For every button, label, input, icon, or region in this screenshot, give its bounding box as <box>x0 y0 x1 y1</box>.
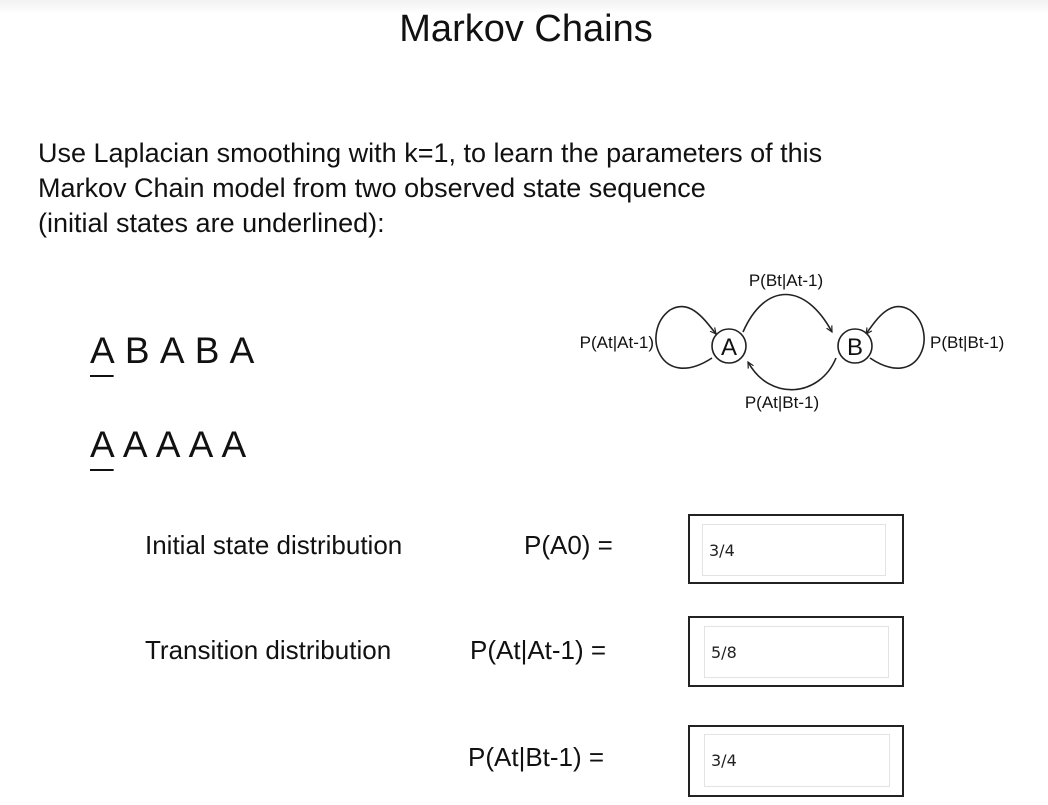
p-at-given-at-1-label: P(At|At-1) <box>580 333 654 352</box>
state-a-node <box>711 328 747 364</box>
edge-a-to-b <box>742 293 833 333</box>
page-title: Markov Chains <box>399 8 653 50</box>
p-at-given-at-1-form-label: P(At|At-1) = <box>470 635 607 665</box>
instructions: Use Laplacian smoothing with k=1, to lea… <box>38 136 998 241</box>
sequence-2: A A A A A <box>90 424 247 466</box>
p-a0-answer-box <box>688 514 904 584</box>
state-b-node <box>837 328 873 364</box>
p-at-given-bt-1-form-label: P(At|Bt-1) = <box>468 742 605 772</box>
sequence-2-rest: A A A A <box>113 424 248 465</box>
instructions-line-3: (initial states are underlined): <box>38 208 385 238</box>
markov-chain-diagram: A B P(At|At-1) P(Bt|At-1) P(At|Bt-1) P(B… <box>580 271 1005 412</box>
self-loop-a-edge <box>655 305 716 369</box>
p-a0-input[interactable] <box>702 524 886 576</box>
state-a-label: A <box>721 334 737 361</box>
instructions-line-1: Use Laplacian smoothing with k=1, to lea… <box>38 138 823 168</box>
sequence-2-initial-state: A <box>90 424 114 465</box>
p-a0-label: P(A0) = <box>524 530 613 560</box>
p-bt-given-at-1-label: P(Bt|At-1) <box>749 271 823 290</box>
p-at-given-at-1-answer-box <box>688 616 904 687</box>
initial-state-distribution-label: Initial state distribution <box>145 530 403 560</box>
state-b-label: B <box>847 334 863 361</box>
p-at-given-bt-1-label: P(At|Bt-1) <box>745 393 819 412</box>
edge-b-to-a <box>747 357 837 391</box>
p-at-given-bt-1-answer-box <box>688 725 904 797</box>
instructions-line-2: Markov Chain model from two observed sta… <box>38 173 706 203</box>
sequence-1: A B A B A <box>90 330 255 372</box>
self-loop-b-edge <box>866 305 925 369</box>
sequence-1-rest: B A B A <box>113 330 256 371</box>
p-at-given-at-1-input[interactable] <box>704 626 889 678</box>
p-bt-given-bt-1-label: P(Bt|Bt-1) <box>930 333 1004 352</box>
top-edge-shade <box>0 0 1048 14</box>
p-at-given-bt-1-input[interactable] <box>704 734 890 787</box>
transition-distribution-label: Transition distribution <box>145 635 392 665</box>
sequence-1-initial-state: A <box>90 330 114 371</box>
